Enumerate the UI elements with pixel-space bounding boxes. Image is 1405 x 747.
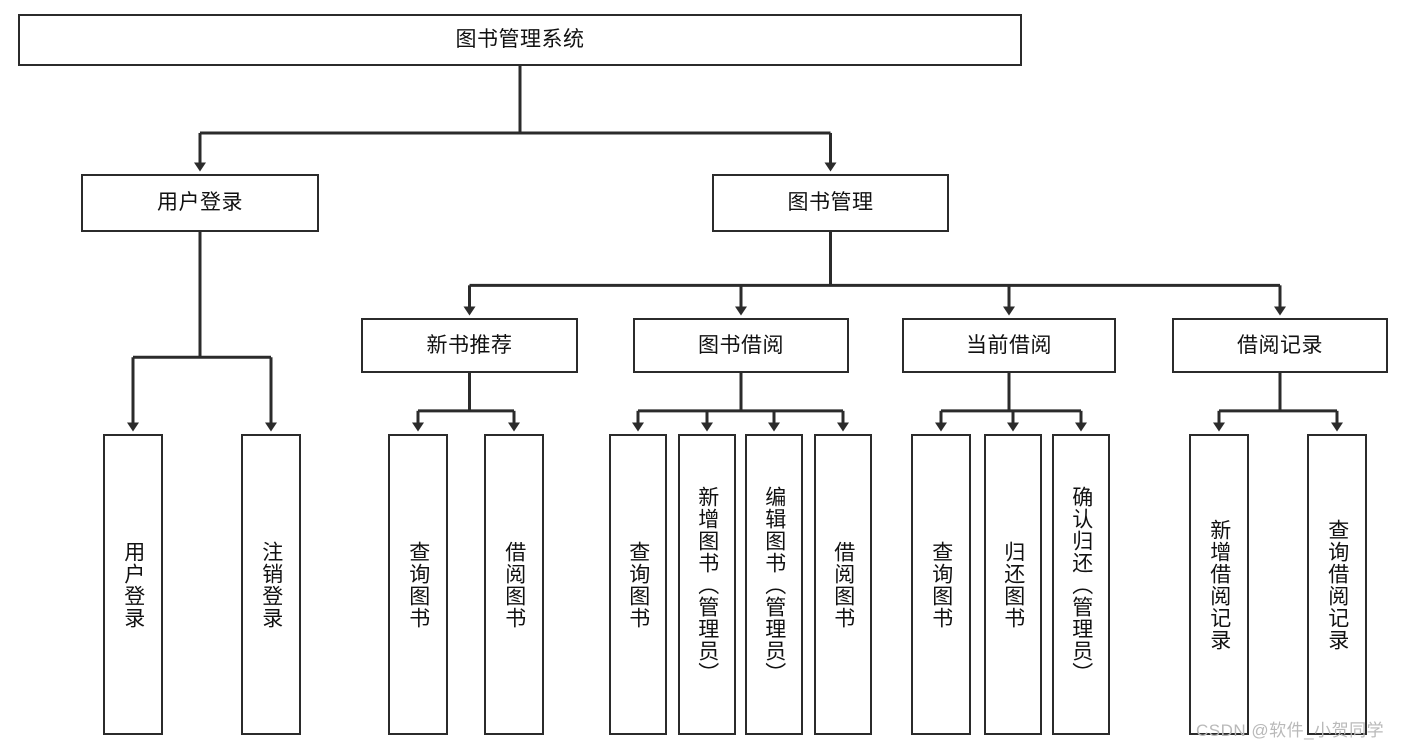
node-label: 确认归还（管理员）: [1069, 485, 1093, 684]
node-leaf-query-book-1[interactable]: 查询图书: [388, 434, 448, 735]
node-label: 查询图书: [406, 540, 430, 629]
node-label: 新书推荐: [426, 333, 513, 357]
node-root[interactable]: 图书管理系统: [18, 14, 1022, 66]
node-label: 用户登录: [121, 540, 145, 629]
node-leaf-add-record[interactable]: 新增借阅记录: [1189, 434, 1249, 735]
node-label: 借阅图书: [502, 540, 526, 629]
node-label: 当前借阅: [966, 333, 1052, 357]
node-leaf-confirm-return[interactable]: 确认归还（管理员）: [1052, 434, 1110, 735]
node-label: 新增借阅记录: [1207, 518, 1231, 651]
node-label: 查询图书: [626, 540, 650, 629]
node-label: 新增图书（管理员）: [695, 485, 719, 684]
node-leaf-borrow-book-1[interactable]: 借阅图书: [484, 434, 544, 735]
node-label: 注销登录: [259, 540, 283, 629]
node-label: 归还图书: [1001, 540, 1025, 629]
node-leaf-return-book[interactable]: 归还图书: [984, 434, 1042, 735]
node-label: 图书借阅: [698, 333, 784, 357]
node-leaf-user-login[interactable]: 用户登录: [103, 434, 163, 735]
node-label: 查询借阅记录: [1325, 518, 1349, 651]
node-label: 借阅记录: [1237, 333, 1323, 357]
node-bookmgmt[interactable]: 图书管理: [712, 174, 949, 232]
node-current[interactable]: 当前借阅: [902, 318, 1116, 373]
node-label: 图书管理: [787, 191, 874, 215]
watermark-label: CSDN @软件_小贺同学: [1196, 721, 1385, 740]
node-leaf-borrow-book-2[interactable]: 借阅图书: [814, 434, 872, 735]
node-newbook[interactable]: 新书推荐: [361, 318, 578, 373]
node-label: 编辑图书（管理员）: [762, 485, 786, 684]
node-leaf-logout[interactable]: 注销登录: [241, 434, 301, 735]
node-records[interactable]: 借阅记录: [1172, 318, 1388, 373]
node-label: 查询图书: [929, 540, 953, 629]
node-leaf-add-book[interactable]: 新增图书（管理员）: [678, 434, 736, 735]
node-label: 用户登录: [157, 191, 243, 215]
node-leaf-query-record[interactable]: 查询借阅记录: [1307, 434, 1367, 735]
node-leaf-query-book-3[interactable]: 查询图书: [911, 434, 971, 735]
node-leaf-query-book-2[interactable]: 查询图书: [609, 434, 667, 735]
node-borrow[interactable]: 图书借阅: [633, 318, 849, 373]
node-login[interactable]: 用户登录: [81, 174, 319, 232]
node-label: 借阅图书: [831, 540, 855, 629]
node-leaf-edit-book[interactable]: 编辑图书（管理员）: [745, 434, 803, 735]
node-label: 图书管理系统: [455, 28, 585, 52]
